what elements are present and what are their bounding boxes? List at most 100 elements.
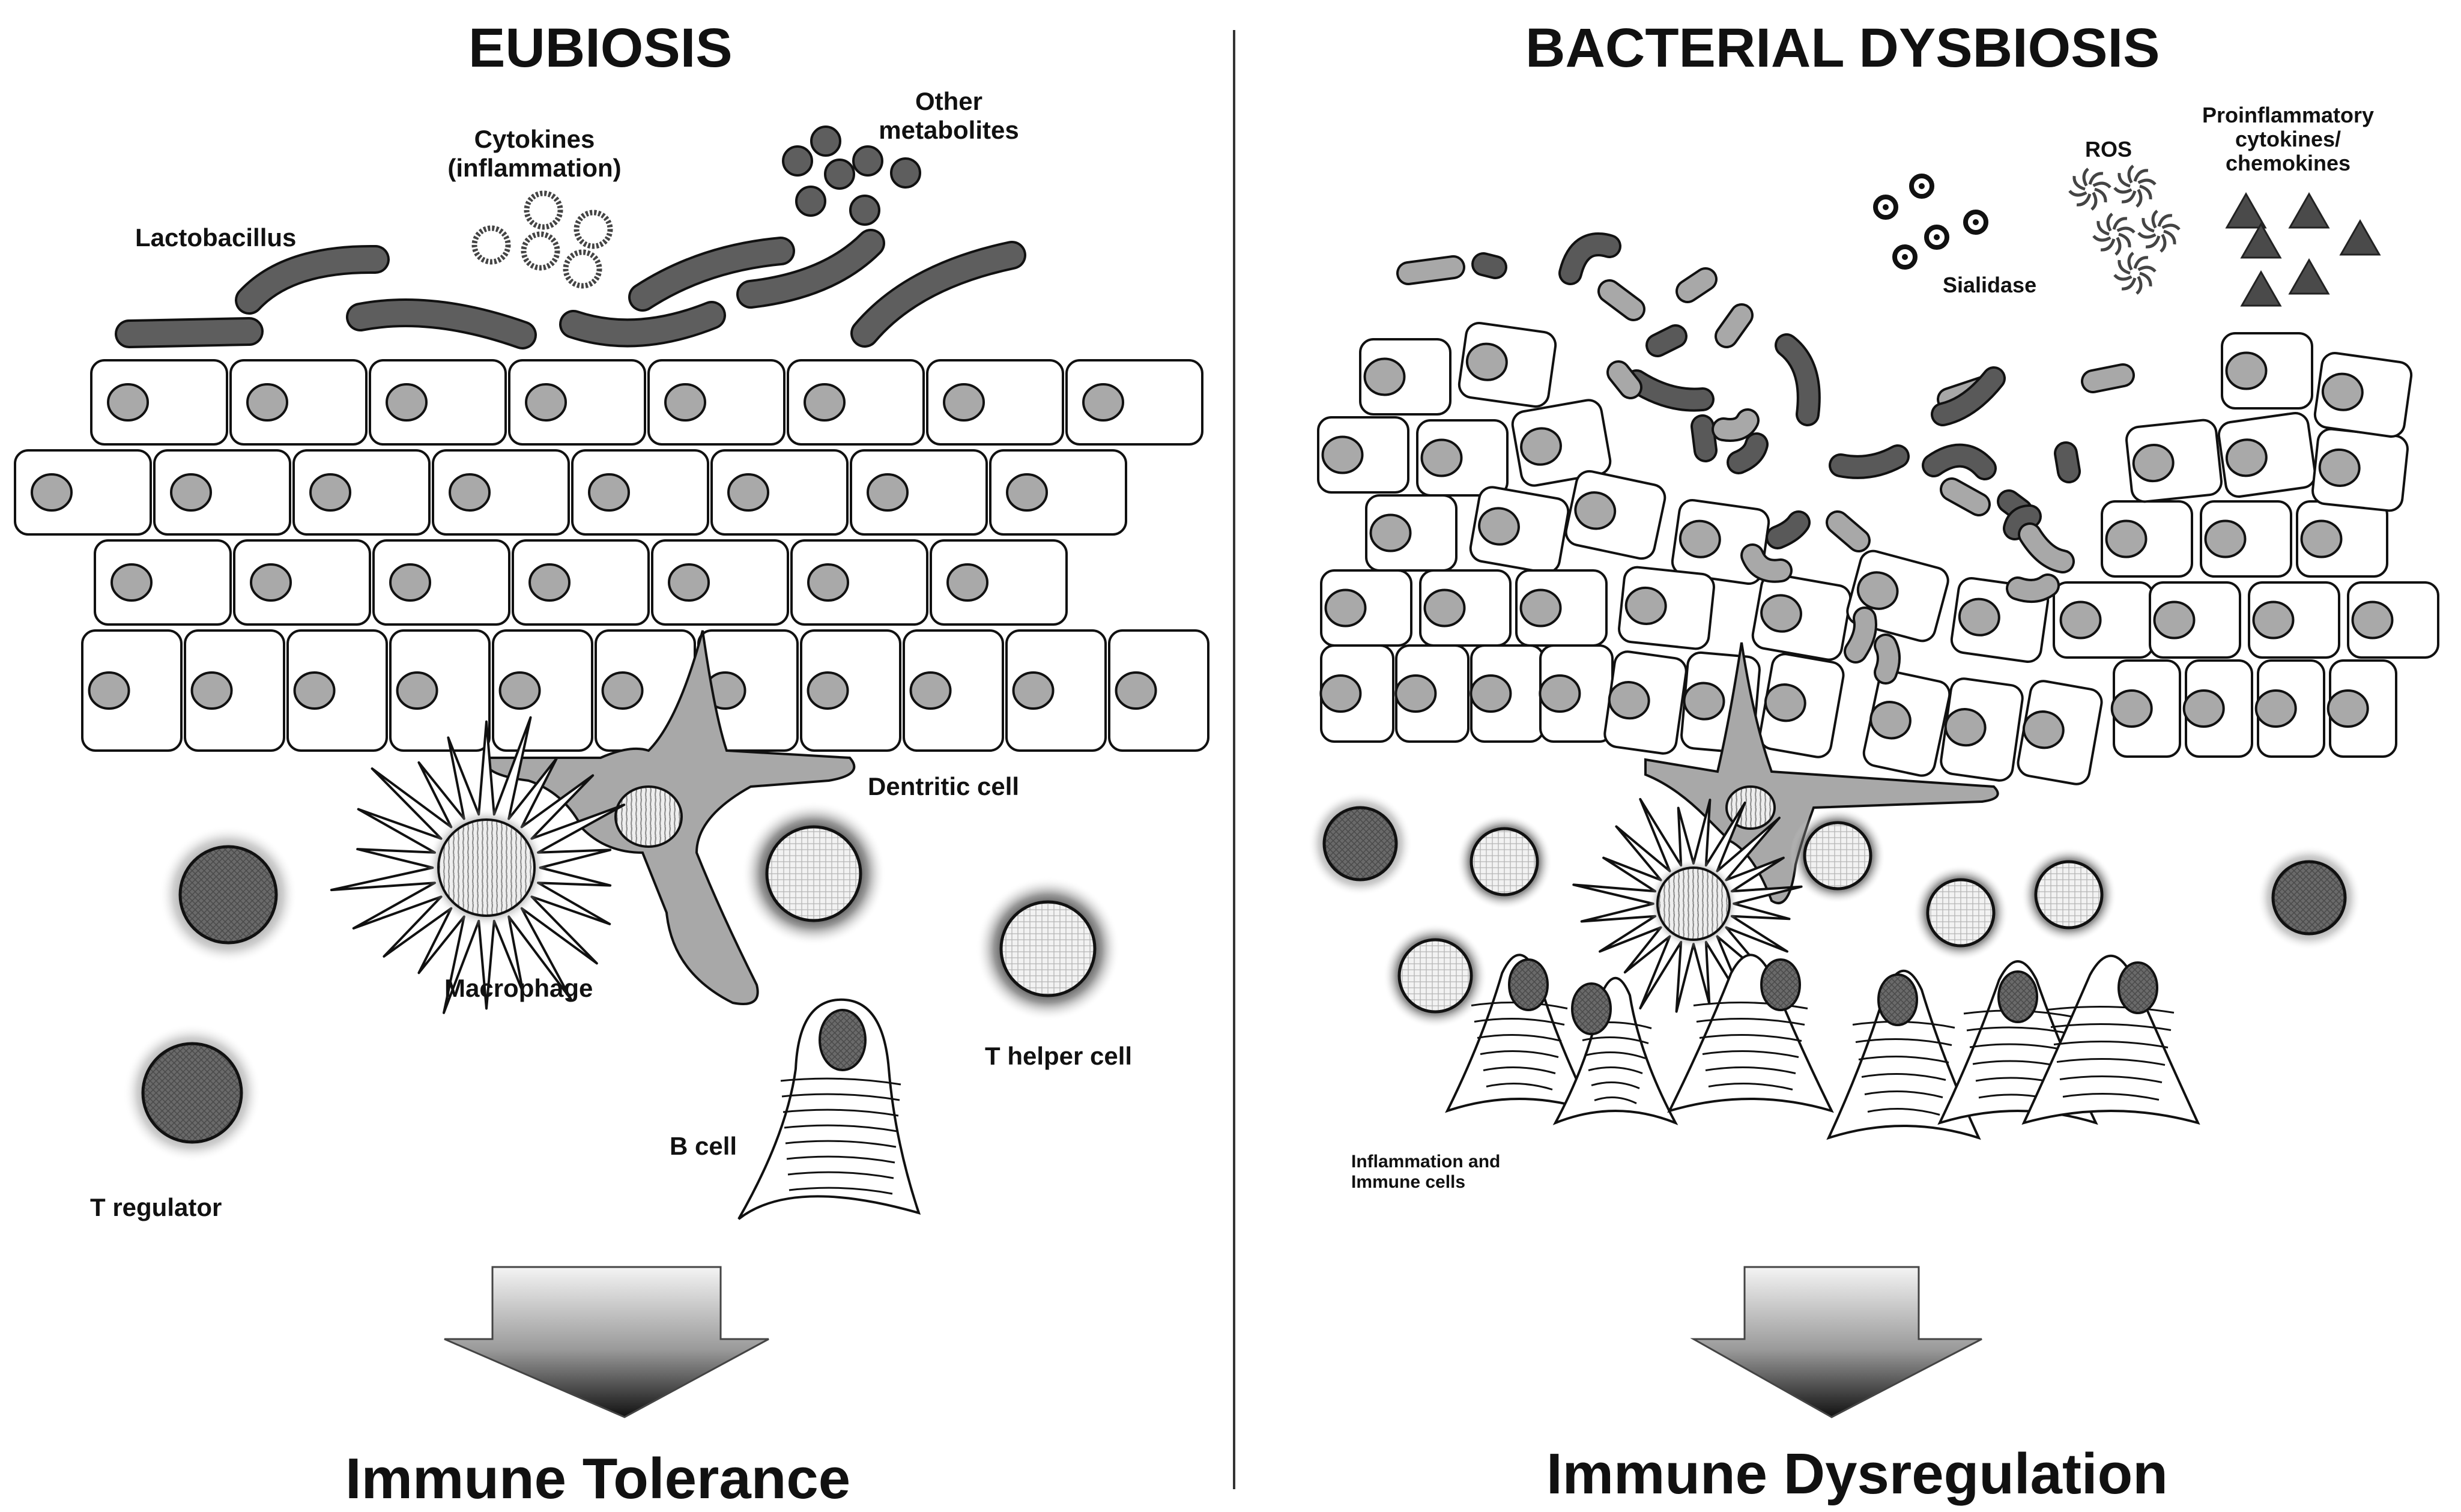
epithelial-cell bbox=[94, 539, 232, 626]
epithelial-cell bbox=[2326, 659, 2397, 758]
cell-nucleus bbox=[309, 473, 352, 512]
b-cell-striation bbox=[1480, 1050, 1559, 1058]
bacterium-rod bbox=[1678, 270, 1715, 301]
b-cell-nucleus bbox=[1997, 970, 2038, 1023]
bacterium-rod bbox=[2020, 525, 2072, 571]
b-cell-striation bbox=[1477, 1034, 1562, 1042]
bacterium-rod bbox=[1933, 369, 2003, 424]
cell-nucleus bbox=[1539, 674, 1581, 713]
cytokine-rings bbox=[471, 190, 613, 289]
epithelial-cell bbox=[153, 449, 291, 536]
cell-nucleus bbox=[1082, 383, 1125, 422]
cell-nucleus bbox=[1470, 674, 1512, 713]
panel-title-right: BACTERIAL DYSBIOSIS bbox=[1525, 17, 2160, 79]
macrophage-nucleus bbox=[1656, 866, 1731, 941]
cell-nucleus bbox=[804, 383, 846, 422]
cell-nucleus bbox=[386, 383, 428, 422]
epithelial-cell bbox=[787, 359, 925, 446]
cell-nucleus bbox=[1012, 671, 1055, 710]
ros-marker bbox=[2113, 252, 2157, 295]
t-helper-cell bbox=[1803, 821, 1872, 891]
b-cell-nucleus bbox=[1508, 958, 1549, 1011]
b-cell-striation bbox=[782, 1108, 899, 1117]
epithelial-cell bbox=[697, 629, 799, 752]
epithelial-cell bbox=[2125, 419, 2223, 503]
epithelial-cell bbox=[2149, 581, 2241, 659]
cell-nucleus bbox=[943, 383, 985, 422]
macrophage-nucleus bbox=[437, 818, 536, 917]
label-proinflammatory-line3: chemokines bbox=[2225, 151, 2351, 175]
arrow-down-icon bbox=[1690, 1266, 1982, 1418]
cell-nucleus bbox=[1869, 701, 1912, 740]
cell-nucleus bbox=[190, 671, 233, 710]
cell-nucleus bbox=[1608, 681, 1650, 720]
b-cell-striation bbox=[784, 1124, 898, 1132]
b-cell-striation bbox=[2056, 1058, 2166, 1066]
cell-nucleus bbox=[449, 473, 491, 512]
lactobacillus-rod bbox=[237, 247, 387, 312]
right-immune-cells bbox=[1308, 791, 2361, 1028]
sialidase-center bbox=[1919, 183, 1925, 189]
bacterium-rod bbox=[1729, 435, 1766, 472]
cell-nucleus bbox=[2321, 372, 2364, 411]
cell-nucleus bbox=[1520, 427, 1562, 466]
epithelial-cell bbox=[508, 359, 646, 446]
b-cell-nucleus bbox=[1760, 958, 1801, 1011]
label-inflammation-line1: Inflammation and bbox=[1351, 1152, 1501, 1172]
epithelial-cell bbox=[989, 449, 1127, 536]
cell-nucleus bbox=[807, 563, 850, 602]
bacterium-rod bbox=[1648, 327, 1685, 355]
epithelial-cell bbox=[1458, 322, 1557, 408]
cell-nucleus bbox=[1006, 473, 1049, 512]
epithelial-cell bbox=[492, 629, 593, 752]
cell-nucleus bbox=[293, 671, 336, 710]
b-cell-striation bbox=[1585, 1051, 1646, 1059]
epithelial-cell bbox=[229, 359, 368, 446]
metabolite-dot bbox=[810, 125, 841, 157]
bacterium-rod bbox=[1846, 609, 1875, 661]
lactobacillus-rod bbox=[631, 239, 793, 309]
cytokine-ring bbox=[574, 210, 613, 249]
t-regulator-cell bbox=[2271, 860, 2347, 936]
outcome-right: Immune Dysregulation bbox=[1546, 1442, 2168, 1506]
epithelial-cell bbox=[2017, 680, 2103, 785]
cell-nucleus bbox=[1324, 588, 1367, 627]
cell-nucleus bbox=[1764, 683, 1806, 722]
epithelial-cell bbox=[1065, 359, 1203, 446]
lactobacillus-rod bbox=[348, 301, 534, 347]
cell-nucleus bbox=[2225, 438, 2268, 477]
cell-nucleus bbox=[88, 671, 130, 710]
epithelial-cell bbox=[903, 629, 1004, 752]
b-cell-striation bbox=[1702, 1050, 1799, 1058]
cell-nucleus bbox=[1958, 597, 2000, 637]
metabolite-dot bbox=[782, 145, 813, 177]
epithelial-cell bbox=[1317, 416, 1409, 494]
epithelial-cell bbox=[2200, 500, 2292, 578]
cytokine-ring bbox=[524, 190, 563, 230]
cell-nucleus bbox=[31, 473, 73, 512]
epithelial-cell bbox=[1470, 644, 1545, 743]
b-cell-striation bbox=[1591, 1081, 1640, 1089]
label-t-regulator: T regulator bbox=[90, 1193, 222, 1221]
cell-nucleus bbox=[2254, 689, 2297, 728]
b-cell-striation bbox=[786, 1155, 895, 1164]
epithelial-cell bbox=[372, 539, 510, 626]
cell-nucleus bbox=[1478, 507, 1520, 546]
epithelial-cell bbox=[81, 629, 183, 752]
metabolite-dot bbox=[849, 195, 880, 226]
label-cytokines-line2: (inflammation) bbox=[447, 154, 622, 182]
cell-nucleus bbox=[909, 671, 952, 710]
lactobacillus-rod bbox=[117, 319, 261, 346]
label-metabolites-line2: metabolites bbox=[879, 116, 1019, 144]
cell-nucleus bbox=[727, 473, 770, 512]
lactobacillus-rod bbox=[739, 231, 883, 306]
cell-nucleus bbox=[2326, 689, 2369, 728]
epithelial-cell bbox=[369, 359, 507, 446]
epithelial-cell bbox=[1564, 470, 1666, 560]
cell-nucleus bbox=[1319, 674, 1362, 713]
cell-nucleus bbox=[588, 473, 631, 512]
cell-nucleus bbox=[1944, 708, 1987, 747]
b-cell bbox=[1552, 976, 1679, 1125]
b-cell-striation bbox=[2047, 1006, 2175, 1014]
label-inflammation-immune: Inflammation and Immune cells bbox=[1351, 1152, 1500, 1193]
